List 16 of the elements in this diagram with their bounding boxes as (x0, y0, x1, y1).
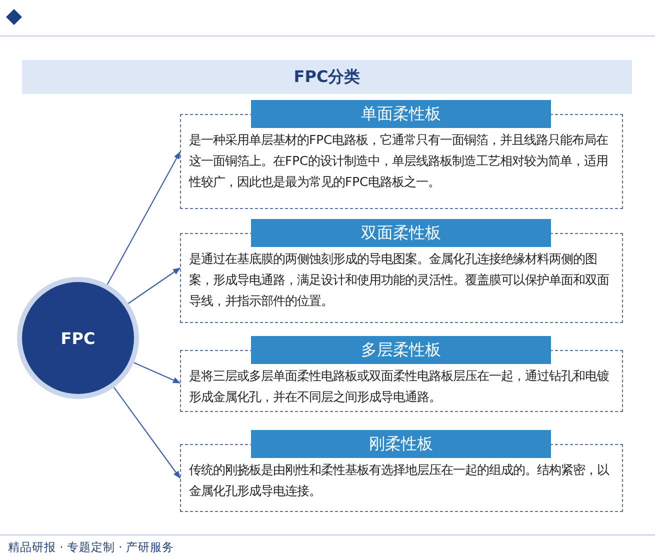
center-circle (22, 282, 134, 394)
circle-label: FPC (60, 328, 96, 348)
arrow (128, 268, 181, 304)
category-heading: 双面柔性板 (251, 219, 551, 247)
description-text: 传统的刚挠板是由刚性和柔性基板有选择地层压在一起的组成的。结构紧密，以金属化孔形成导电连接。 (189, 462, 610, 500)
category-heading: 多层柔性板 (251, 336, 551, 364)
arrow (106, 151, 180, 285)
description-text: 是一种采用单层基材的FPC电路板，它通常只有一面铜箔，并且线路只能布局在这一面铜箔上。在FPC的设计制造中，单层线路板制造工艺相对较为简单，适用性较广，因此也是最为常见的FPC电路板之一。 (189, 132, 610, 191)
description-text: 是通过在基底膜的两侧蚀刻形成的导电图案。金属化孔连接绝缘材料两侧的图案，形成导电通路，满足设计和使用功能的灵活性。覆盖膜可以保护单面和双面导线，并指示部件的位置。 (189, 251, 610, 310)
arrow (113, 386, 180, 479)
footer-text: 精品研报 · 专题定制 · 产研服务 (8, 540, 174, 555)
title-band: FPC分类 (22, 60, 632, 94)
description-text: 是将三层或多层单面柔性电路板或双面柔性电路板层压在一起，通过钻孔和电镀形成金属化孔，并在不同层之间形成导电通路。 (189, 368, 610, 406)
category-heading: 单面柔性板 (251, 100, 551, 128)
category-heading: 刚柔性板 (251, 430, 551, 458)
arrow (134, 362, 181, 384)
